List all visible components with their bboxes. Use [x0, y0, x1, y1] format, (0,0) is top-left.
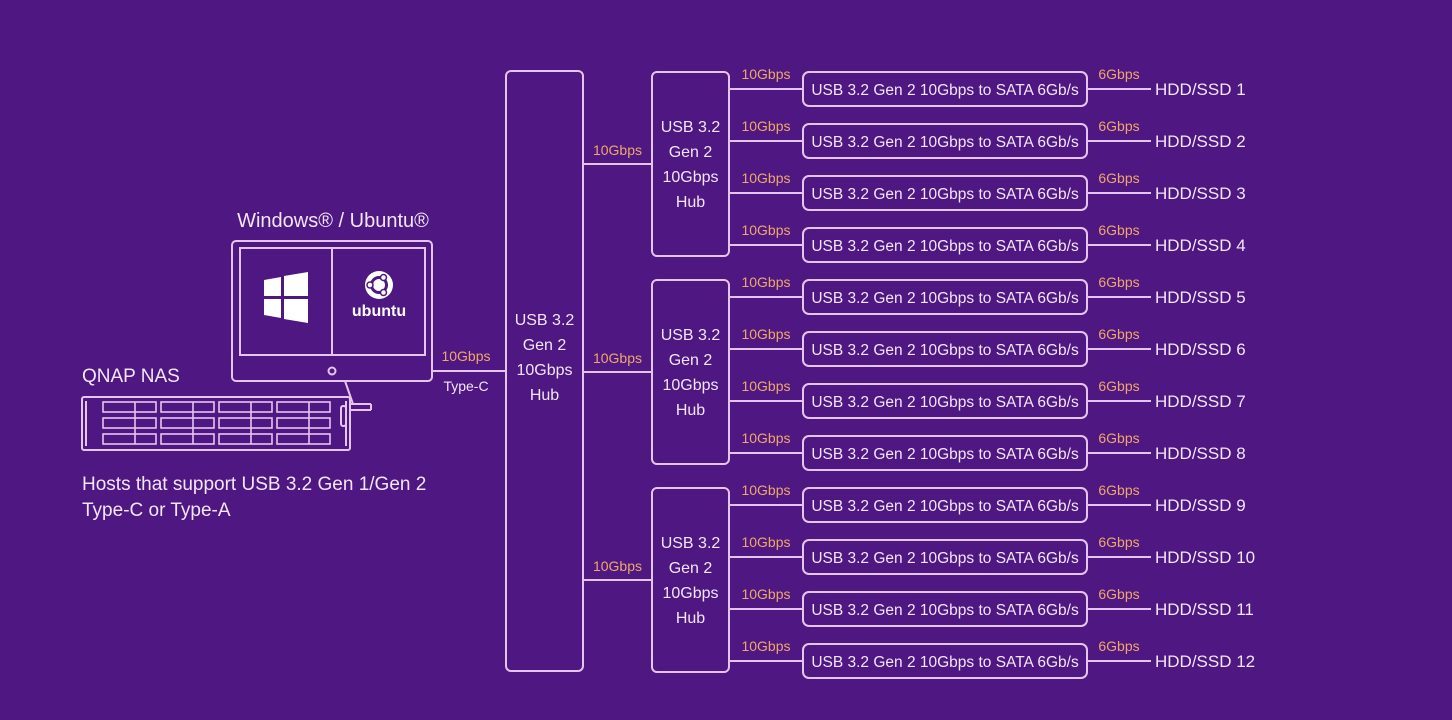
- port-in-speed: 10Gbps: [741, 534, 790, 550]
- drive-label: HDD/SSD 7: [1155, 392, 1246, 411]
- host-link-type: Type-C: [443, 378, 488, 394]
- port-in-speed: 10Gbps: [741, 274, 790, 290]
- sub-hub-label: 10Gbps: [662, 377, 718, 394]
- sub-hub-box: [651, 279, 730, 465]
- hub-uplink-speed: 10Gbps: [593, 350, 642, 366]
- drive-label: HDD/SSD 1: [1155, 80, 1246, 99]
- port-out-speed: 6Gbps: [1098, 378, 1139, 394]
- bridge-label: USB 3.2 Gen 2 10Gbps to SATA 6Gb/s: [811, 82, 1079, 99]
- drive-label: HDD/SSD 10: [1155, 548, 1255, 567]
- drive-label: HDD/SSD 2: [1155, 132, 1246, 151]
- bridge-label: USB 3.2 Gen 2 10Gbps to SATA 6Gb/s: [811, 394, 1079, 411]
- main-hub-label-line3: 10Gbps: [516, 362, 572, 379]
- drive-label: HDD/SSD 8: [1155, 444, 1246, 463]
- port-out-speed: 6Gbps: [1098, 430, 1139, 446]
- hub-uplink-speed: 10Gbps: [593, 142, 642, 158]
- port-out-speed: 6Gbps: [1098, 66, 1139, 82]
- ubuntu-logo-icon: [365, 271, 393, 299]
- sub-hub-label: 10Gbps: [662, 585, 718, 602]
- nas-label: QNAP NAS: [82, 366, 180, 387]
- port-in-speed: 10Gbps: [741, 66, 790, 82]
- sub-hub-label: Hub: [676, 194, 705, 211]
- ubuntu-logo-text: ubuntu: [352, 303, 406, 320]
- bridge-label: USB 3.2 Gen 2 10Gbps to SATA 6Gb/s: [811, 446, 1079, 463]
- drive-label: HDD/SSD 11: [1155, 600, 1254, 619]
- port-out-speed: 6Gbps: [1098, 638, 1139, 654]
- drive-label: HDD/SSD 4: [1155, 236, 1246, 255]
- sub-hub-label: USB 3.2: [661, 327, 721, 344]
- port-in-speed: 10Gbps: [741, 586, 790, 602]
- port-in-speed: 10Gbps: [741, 430, 790, 446]
- drive-label: HDD/SSD 12: [1155, 652, 1255, 671]
- bridge-label: USB 3.2 Gen 2 10Gbps to SATA 6Gb/s: [811, 498, 1079, 515]
- sub-hub-box: [651, 487, 730, 673]
- port-in-speed: 10Gbps: [741, 326, 790, 342]
- port-out-speed: 6Gbps: [1098, 274, 1139, 290]
- bridge-label: USB 3.2 Gen 2 10Gbps to SATA 6Gb/s: [811, 550, 1079, 567]
- port-out-speed: 6Gbps: [1098, 118, 1139, 134]
- port-out-speed: 6Gbps: [1098, 534, 1139, 550]
- windows-logo-icon: [264, 272, 308, 323]
- sub-hub-label: USB 3.2: [661, 535, 721, 552]
- bridge-label: USB 3.2 Gen 2 10Gbps to SATA 6Gb/s: [811, 290, 1079, 307]
- sub-hub-label: Hub: [676, 610, 705, 627]
- host-note-line2: Type-C or Type-A: [82, 500, 231, 521]
- main-hub-label-line1: USB 3.2: [515, 312, 575, 329]
- bridge-label: USB 3.2 Gen 2 10Gbps to SATA 6Gb/s: [811, 342, 1079, 359]
- os-label: Windows® / Ubuntu®: [237, 210, 429, 232]
- port-out-speed: 6Gbps: [1098, 482, 1139, 498]
- port-in-speed: 10Gbps: [741, 170, 790, 186]
- monitor-icon: [231, 240, 433, 411]
- sub-hub-label: Gen 2: [669, 352, 713, 369]
- port-out-speed: 6Gbps: [1098, 222, 1139, 238]
- port-out-speed: 6Gbps: [1098, 170, 1139, 186]
- bridge-label: USB 3.2 Gen 2 10Gbps to SATA 6Gb/s: [811, 602, 1079, 619]
- sub-hub-label: Hub: [676, 402, 705, 419]
- sub-hub-label: Gen 2: [669, 144, 713, 161]
- port-in-speed: 10Gbps: [741, 378, 790, 394]
- sub-hub-label: USB 3.2: [661, 119, 721, 136]
- port-in-speed: 10Gbps: [741, 118, 790, 134]
- host-group: [81, 240, 506, 451]
- bridge-label: USB 3.2 Gen 2 10Gbps to SATA 6Gb/s: [811, 654, 1079, 671]
- drive-label: HDD/SSD 5: [1155, 288, 1246, 307]
- port-out-speed: 6Gbps: [1098, 586, 1139, 602]
- port-in-speed: 10Gbps: [741, 482, 790, 498]
- port-out-speed: 6Gbps: [1098, 326, 1139, 342]
- main-hub-label-line2: Gen 2: [523, 337, 567, 354]
- bridge-label: USB 3.2 Gen 2 10Gbps to SATA 6Gb/s: [811, 186, 1079, 203]
- bridge-label: USB 3.2 Gen 2 10Gbps to SATA 6Gb/s: [811, 134, 1079, 151]
- main-hub-label-line4: Hub: [530, 387, 559, 404]
- sub-hub-label: 10Gbps: [662, 169, 718, 186]
- drive-label: HDD/SSD 3: [1155, 184, 1246, 203]
- sub-hub-box: [651, 71, 730, 257]
- hub-uplink-speed: 10Gbps: [593, 558, 642, 574]
- drive-label: HDD/SSD 9: [1155, 496, 1246, 515]
- port-in-speed: 10Gbps: [741, 638, 790, 654]
- host-link-speed: 10Gbps: [441, 348, 490, 364]
- host-note-line1: Hosts that support USB 3.2 Gen 1/Gen 2: [82, 474, 426, 495]
- sub-hub-label: Gen 2: [669, 560, 713, 577]
- drive-label: HDD/SSD 6: [1155, 340, 1246, 359]
- port-in-speed: 10Gbps: [741, 222, 790, 238]
- nas-rack-icon: [81, 396, 351, 451]
- bridge-label: USB 3.2 Gen 2 10Gbps to SATA 6Gb/s: [811, 238, 1079, 255]
